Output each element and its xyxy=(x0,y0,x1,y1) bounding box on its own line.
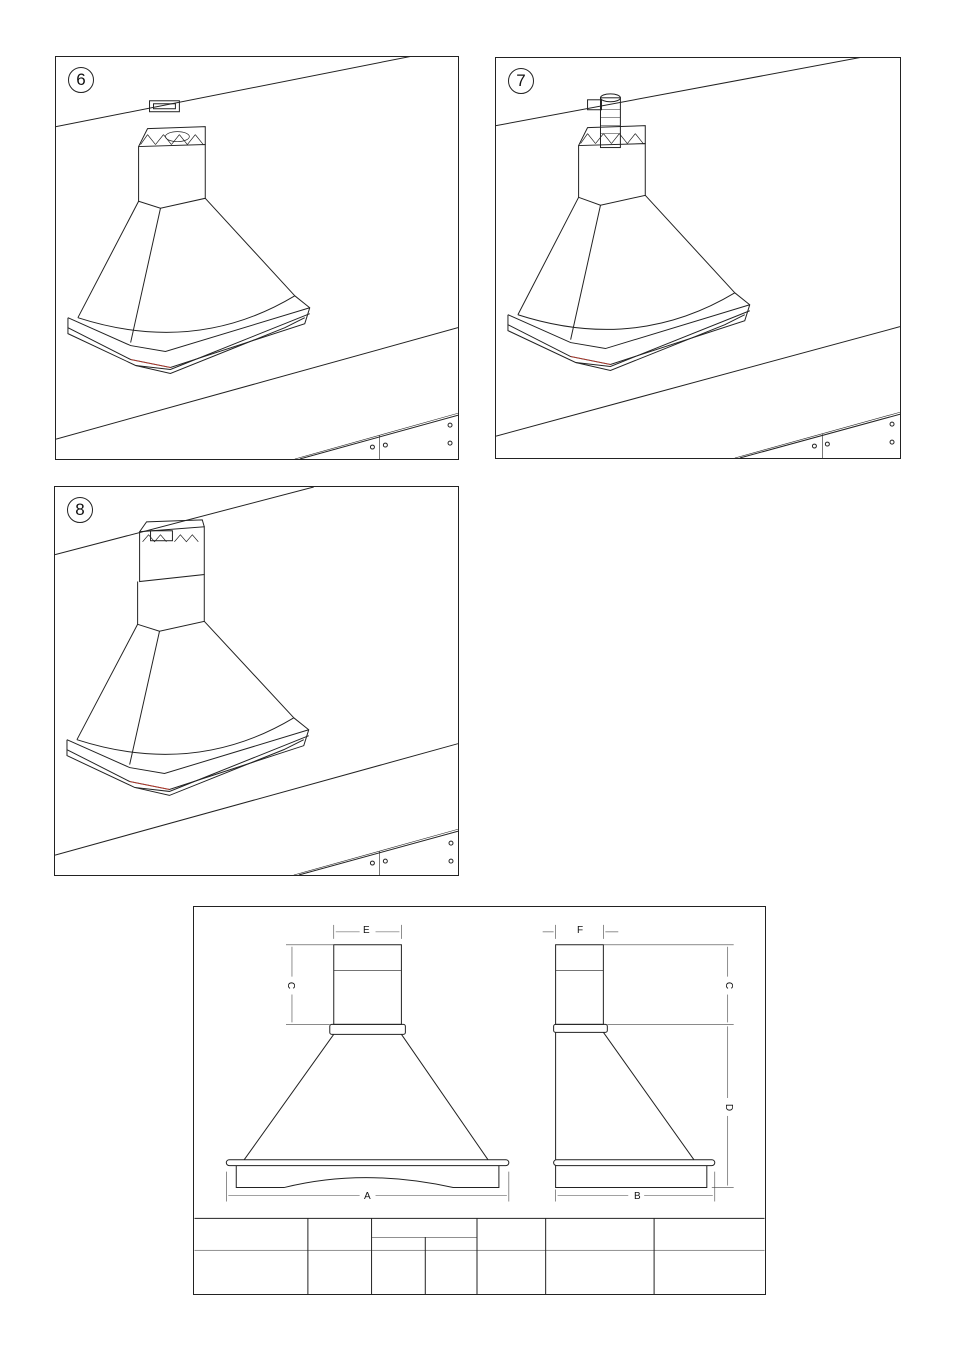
side-lower-frame xyxy=(556,1166,707,1188)
dimension-label-c-side: C xyxy=(723,982,734,989)
front-hood-body xyxy=(244,1034,488,1159)
front-rim xyxy=(226,1160,509,1166)
front-chimney xyxy=(334,945,402,1025)
side-chimney xyxy=(556,945,604,1025)
dimension-label-f: F xyxy=(577,925,583,936)
step-7-panel: 7 xyxy=(495,57,901,459)
step-number-badge: 8 xyxy=(67,497,93,523)
hood-dimension-drawing xyxy=(194,907,765,1294)
dimension-label-b: B xyxy=(634,1191,641,1202)
step-number-badge: 6 xyxy=(68,67,94,93)
step-8-panel: 8 xyxy=(54,486,459,876)
side-hood-body xyxy=(556,1032,694,1159)
step-6-panel: 6 xyxy=(55,56,459,460)
side-collar xyxy=(554,1024,608,1032)
front-lower-frame xyxy=(236,1166,499,1188)
dimension-table-grid xyxy=(194,1218,764,1294)
hood-install-step-6-illustration xyxy=(56,57,458,459)
side-rim xyxy=(554,1160,715,1166)
front-collar xyxy=(330,1024,406,1034)
dimension-label-c-front: C xyxy=(285,982,296,989)
hood-install-step-8-illustration xyxy=(55,487,458,875)
dimension-label-d: D xyxy=(723,1104,734,1111)
dimension-label-a: A xyxy=(364,1191,371,1202)
dimension-drawing-panel: E F C C D A B xyxy=(193,906,766,1295)
hood-install-step-7-illustration xyxy=(496,58,900,458)
dimension-label-e: E xyxy=(363,925,370,936)
step-number-badge: 7 xyxy=(508,68,534,94)
